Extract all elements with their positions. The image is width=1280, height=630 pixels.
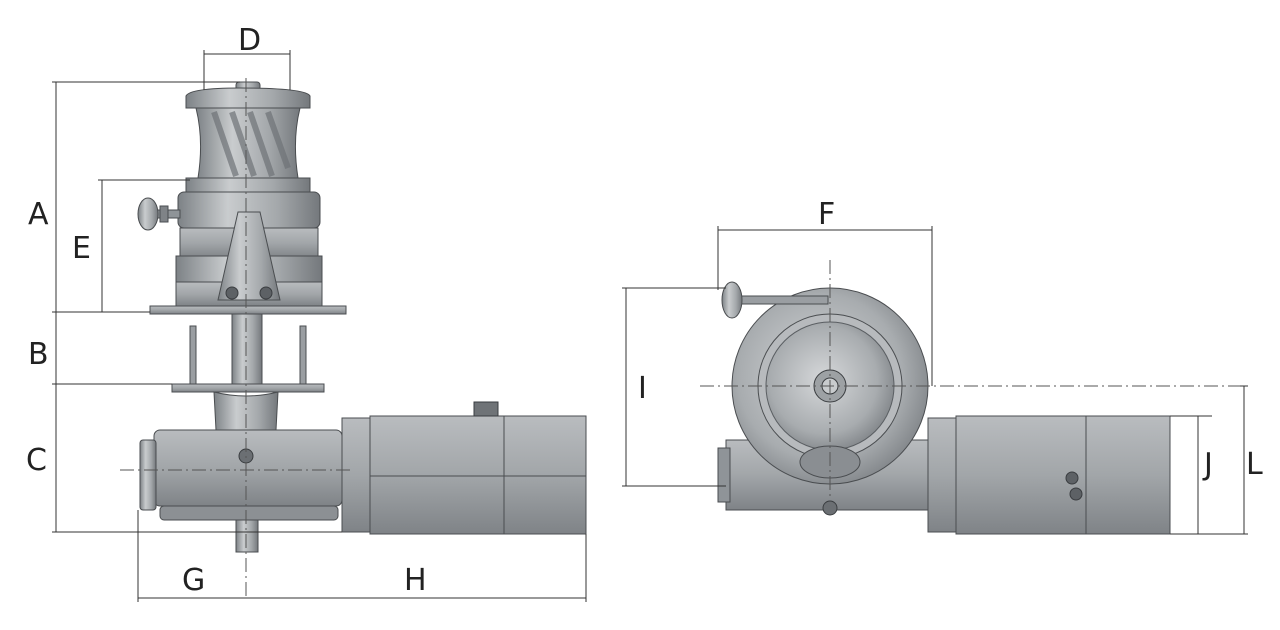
dim-label-i: I (638, 371, 647, 406)
dim-label-f: F (818, 197, 835, 232)
deck-plate (149, 305, 347, 315)
dim-label-c: C (26, 443, 47, 478)
dim-label-e: E (72, 231, 91, 266)
dim-label-a: A (28, 197, 49, 232)
gearbox (139, 391, 343, 553)
end-view (700, 260, 1250, 535)
side-view (120, 78, 587, 600)
dimension-lines (52, 50, 1248, 602)
dim-label-j: J (1202, 447, 1213, 482)
clutch-handwheel-top (721, 281, 829, 319)
motor-end (955, 415, 1087, 535)
dim-label-d: D (238, 23, 261, 58)
dim-label-g: G (182, 563, 205, 598)
dim-label-l: L (1246, 447, 1263, 482)
dimension-labels: A E B C D G H F I J L (26, 23, 1263, 598)
dim-label-h: H (404, 563, 427, 598)
motor (341, 401, 587, 535)
clutch-handwheel (137, 197, 181, 231)
clutch-housing (175, 191, 323, 307)
capstan-drum (185, 81, 311, 193)
through-deck-shaft (171, 313, 325, 393)
dim-label-b: B (28, 337, 49, 372)
